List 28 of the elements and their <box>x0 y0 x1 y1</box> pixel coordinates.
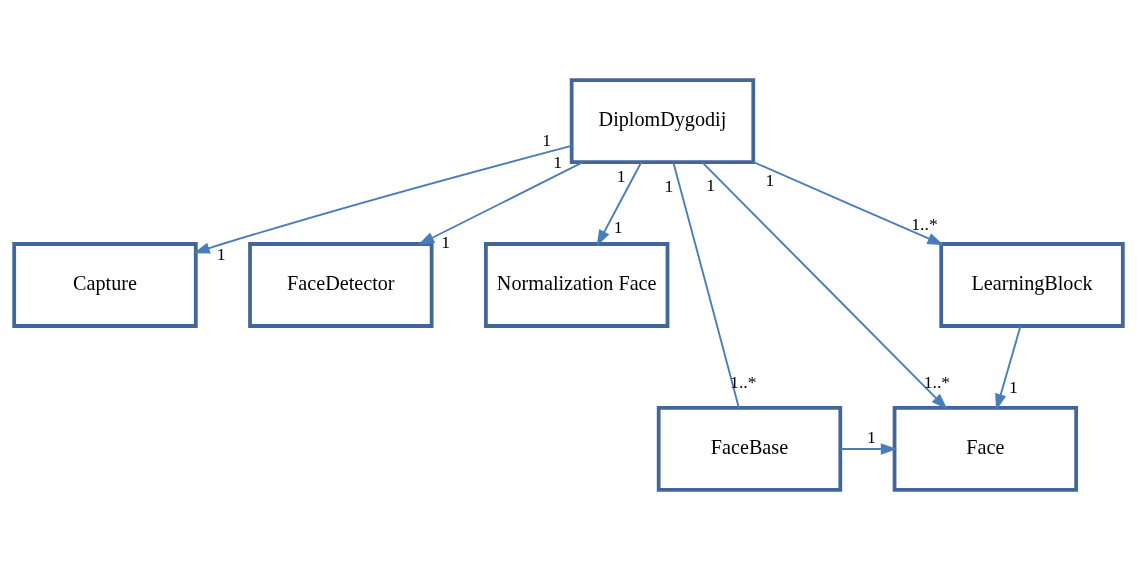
node-box: LearningBlock <box>939 242 1125 328</box>
label: 1 <box>542 130 551 151</box>
label: 1..* <box>923 372 951 393</box>
label: 1 <box>867 426 876 447</box>
arrow <box>701 161 948 410</box>
label: 1 <box>216 244 226 265</box>
arrow <box>596 161 643 247</box>
node-box: Capture <box>12 242 198 328</box>
label: 1 <box>706 174 716 195</box>
node-box: FaceBase <box>656 406 843 492</box>
label: 1 <box>553 151 563 172</box>
label: 1 <box>441 231 451 252</box>
label: 1 <box>616 166 626 187</box>
arrow <box>839 443 898 455</box>
label: 1 <box>765 169 775 190</box>
label: 1 <box>1009 377 1018 398</box>
connector <box>672 161 740 409</box>
arrow <box>418 161 584 245</box>
node-box: FaceDetector <box>248 242 434 328</box>
node-box: Face <box>892 406 1079 492</box>
label: 1 <box>664 175 674 196</box>
label: 1..* <box>911 213 938 234</box>
arrow <box>995 325 1022 411</box>
label: 1 <box>613 217 623 238</box>
node-box: Normalization Face <box>484 242 670 328</box>
arrow <box>193 144 573 254</box>
arrow <box>752 161 944 246</box>
node-box: DiplomDygodij <box>569 78 756 164</box>
